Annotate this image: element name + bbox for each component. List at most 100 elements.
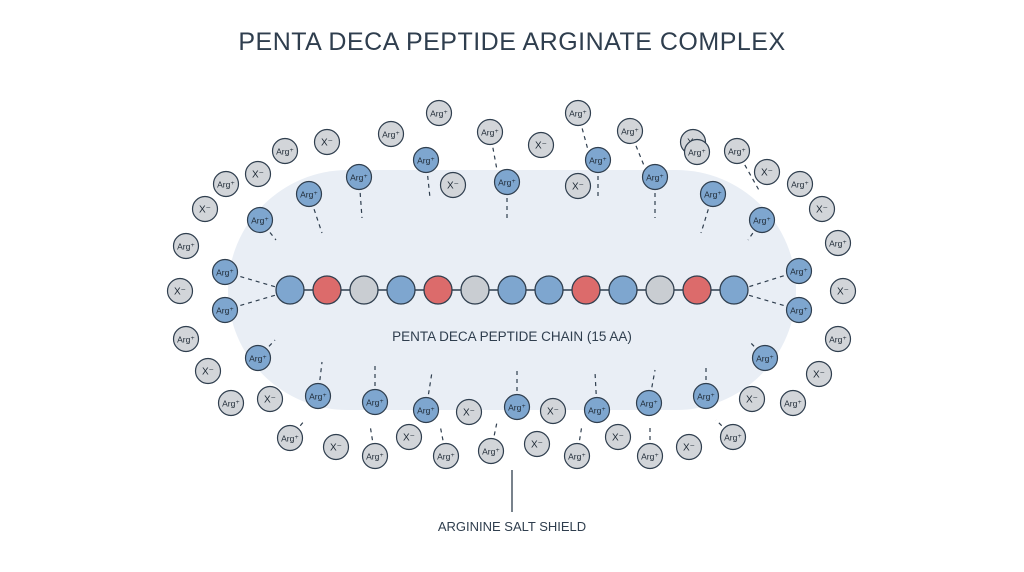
bound-arginine-ion: Arg⁺ <box>345 163 373 191</box>
arginine-label: Arg⁺ <box>621 127 639 137</box>
ionic-interaction-line <box>369 424 376 457</box>
arginine-label: Arg⁺ <box>177 242 195 252</box>
arginine-label: Arg⁺ <box>417 156 435 166</box>
arginine-ion: Arg⁺ <box>276 424 304 452</box>
bound-arginine-ion: Arg⁺ <box>361 388 389 416</box>
ionic-interaction-line <box>700 193 714 234</box>
counterion: X⁻ <box>244 160 272 188</box>
bound-arginine-ion: Arg⁺ <box>295 180 323 208</box>
arginine-label: Arg⁺ <box>791 180 809 190</box>
counterion: X⁻ <box>455 398 483 426</box>
arginine-ion: Arg⁺ <box>425 99 453 127</box>
arginine-ion: Arg⁺ <box>636 442 664 470</box>
counterion-label: X⁻ <box>330 443 342 454</box>
arginine-label: Arg⁺ <box>646 173 664 183</box>
ionic-interaction-line <box>576 424 583 457</box>
amino-acid-residue <box>386 275 416 305</box>
counterion-label: X⁻ <box>746 395 758 406</box>
arginine-label: Arg⁺ <box>177 335 195 345</box>
arginine-label: Arg⁺ <box>704 190 722 200</box>
arginine-label: Arg⁺ <box>216 268 234 278</box>
arginine-label: Arg⁺ <box>790 306 808 316</box>
arginine-label: Arg⁺ <box>481 128 499 138</box>
arginine-ion: Arg⁺ <box>212 170 240 198</box>
counterion-label: X⁻ <box>531 440 543 451</box>
counterion-label: X⁻ <box>572 182 584 193</box>
arginine-label: Arg⁺ <box>482 447 500 457</box>
arginine-label: Arg⁺ <box>508 403 526 413</box>
arginine-label: Arg⁺ <box>498 178 516 188</box>
counterion: X⁻ <box>604 423 632 451</box>
counterion: X⁻ <box>523 430 551 458</box>
counterion-label: X⁻ <box>264 395 276 406</box>
arginine-label: Arg⁺ <box>300 190 318 200</box>
counterion-label: X⁻ <box>403 433 415 444</box>
arginine-label: Arg⁺ <box>217 180 235 190</box>
ionic-interaction-line <box>629 130 646 169</box>
amino-acid-residue <box>349 275 379 305</box>
arginine-label: Arg⁺ <box>276 147 294 157</box>
arginine-ion: Arg⁺ <box>361 442 389 470</box>
arginine-label: Arg⁺ <box>222 399 240 409</box>
amino-acid-residue <box>497 275 527 305</box>
arginine-label: Arg⁺ <box>216 306 234 316</box>
arginine-label: Arg⁺ <box>784 399 802 409</box>
counterion: X⁻ <box>322 433 350 461</box>
arginine-label: Arg⁺ <box>249 354 267 364</box>
arginine-ion: Arg⁺ <box>723 137 751 165</box>
arginine-label: Arg⁺ <box>790 267 808 277</box>
arginine-ion: Arg⁺ <box>271 137 299 165</box>
arginine-ion: Arg⁺ <box>217 389 245 417</box>
counterion: X⁻ <box>313 128 341 156</box>
arginine-ion: Arg⁺ <box>824 229 852 257</box>
ionic-interaction-line <box>425 159 431 199</box>
bound-arginine-ion: Arg⁺ <box>211 258 239 286</box>
arginine-ion: Arg⁺ <box>172 325 200 353</box>
arginine-label: Arg⁺ <box>251 216 269 226</box>
counterion: X⁻ <box>564 172 592 200</box>
counterion: X⁻ <box>753 158 781 186</box>
arginine-label: Arg⁺ <box>350 173 368 183</box>
amino-acid-residue <box>534 275 564 305</box>
ionic-interaction-line <box>439 424 447 457</box>
ionic-interaction-line <box>308 193 323 234</box>
arginine-ion: Arg⁺ <box>616 117 644 145</box>
chain-label: PENTA DECA PEPTIDE CHAIN (15 AA) <box>392 329 632 344</box>
arginine-ion: Arg⁺ <box>432 442 460 470</box>
counterion: X⁻ <box>539 397 567 425</box>
counterion: X⁻ <box>166 277 194 305</box>
counterion-label: X⁻ <box>202 367 214 378</box>
bound-arginine-ion: Arg⁺ <box>584 146 612 174</box>
counterion: X⁻ <box>675 433 703 461</box>
counterion: X⁻ <box>527 131 555 159</box>
counterion-label: X⁻ <box>199 205 211 216</box>
bound-arginine-ion: Arg⁺ <box>304 382 332 410</box>
counterion-label: X⁻ <box>683 443 695 454</box>
bound-arginine-ion: Arg⁺ <box>583 396 611 424</box>
arginine-label: Arg⁺ <box>366 452 384 462</box>
bound-arginine-ion: Arg⁺ <box>751 344 779 372</box>
arginine-label: Arg⁺ <box>688 148 706 158</box>
arginine-label: Arg⁺ <box>366 398 384 408</box>
arginine-label: Arg⁺ <box>382 130 400 140</box>
arginine-label: Arg⁺ <box>588 406 606 416</box>
amino-acid-residue <box>682 275 712 305</box>
bound-arginine-ion: Arg⁺ <box>412 146 440 174</box>
counterion-label: X⁻ <box>612 433 624 444</box>
ionic-interaction-line <box>489 131 498 171</box>
counterion-label: X⁻ <box>252 170 264 181</box>
bound-arginine-ion: Arg⁺ <box>412 396 440 424</box>
counterion: X⁻ <box>194 357 222 385</box>
arginine-label: Arg⁺ <box>569 109 587 119</box>
arginine-label: Arg⁺ <box>829 335 847 345</box>
bound-arginine-ion: Arg⁺ <box>635 389 663 417</box>
bound-arginine-ion: Arg⁺ <box>246 206 274 234</box>
counterion: X⁻ <box>395 423 423 451</box>
counterion: X⁻ <box>191 195 219 223</box>
arginine-ion: Arg⁺ <box>719 423 747 451</box>
amino-acid-residue <box>423 275 453 305</box>
ionic-interaction-line <box>594 371 598 411</box>
ionic-interaction-line <box>648 369 656 404</box>
arginine-label: Arg⁺ <box>724 433 742 443</box>
